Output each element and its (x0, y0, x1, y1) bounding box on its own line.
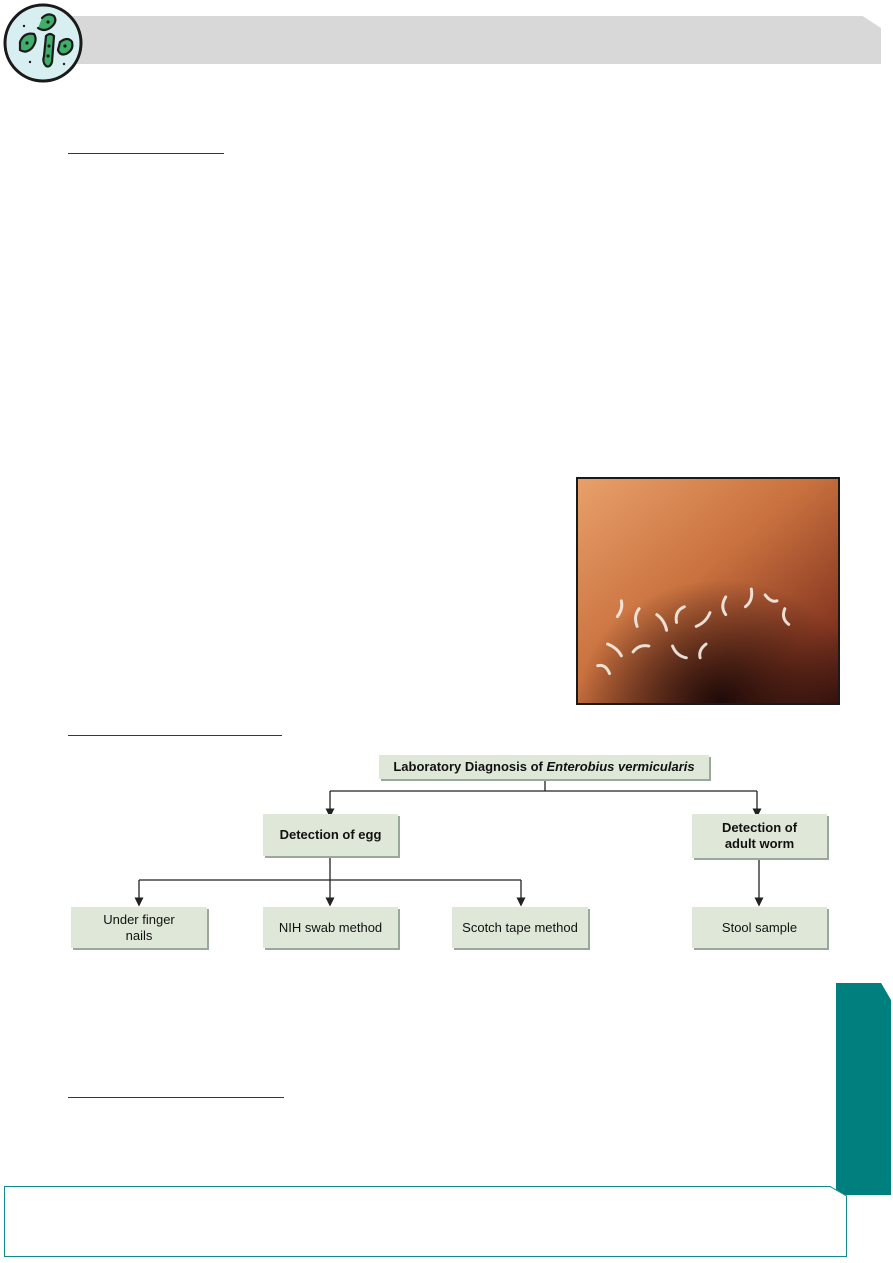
footer-box (4, 1186, 847, 1257)
footer-box-outline (4, 1186, 847, 1257)
flow-method-stool-sample: Stool sample (692, 907, 827, 948)
flowchart-title-prefix: Laboratory Diagnosis of (393, 759, 547, 774)
flow-method-nih-swab: NIH swab method (263, 907, 398, 948)
bacteria-icon (3, 3, 83, 83)
side-tab (836, 983, 891, 1195)
header-bar (46, 16, 881, 64)
section-heading-rule-1 (68, 153, 224, 154)
flowchart-title-organism: Enterobius vermicularis (546, 759, 695, 774)
flow-method-finger-nails: Under finger nails (71, 907, 207, 948)
section-heading-rule-2 (68, 735, 282, 736)
flow-node-adult: Detection of adult worm (692, 814, 827, 858)
flow-method-scotch-tape: Scotch tape method (452, 907, 588, 948)
flow-node-egg: Detection of egg (263, 814, 398, 856)
section-heading-rule-3 (68, 1097, 284, 1098)
flowchart-title: Laboratory Diagnosis of Enterobius vermi… (379, 755, 709, 779)
pinworm-photo (576, 477, 840, 705)
